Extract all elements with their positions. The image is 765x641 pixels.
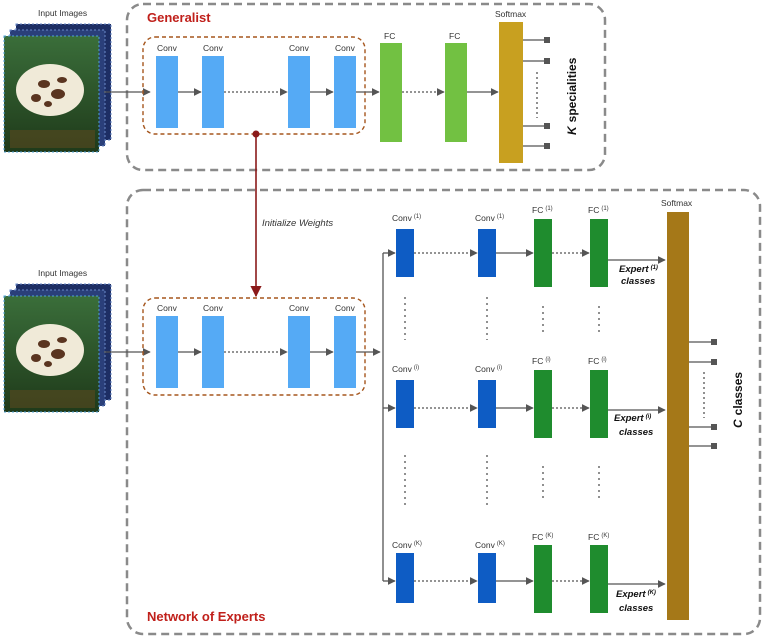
- experti-label: Expert(i): [614, 413, 651, 424]
- expert1-conv-b-label: Conv(1): [475, 213, 504, 223]
- experti-fc-b: [590, 370, 608, 438]
- experts-outputs: [689, 339, 717, 449]
- expertk-conv-b: [478, 553, 496, 603]
- experts-conv-label-2: Conv: [203, 303, 224, 313]
- expert1-fc-b: [590, 219, 608, 287]
- expert1-conv-a: [396, 229, 414, 277]
- generalist-fc-label-1: FC: [384, 31, 395, 41]
- generalist-input-images: [3, 23, 112, 153]
- generalist-conv-1: [156, 56, 178, 128]
- experts-input-label: Input Images: [38, 268, 87, 278]
- generalist-fc-label-2: FC: [449, 31, 460, 41]
- expert1-fc-a-label: FC(1): [532, 205, 553, 215]
- generalist-conv-2: [202, 56, 224, 128]
- experti-conv-b-label: Conv(i): [475, 364, 502, 374]
- experts-conv-4: [334, 316, 356, 388]
- expert1-conv-a-label: Conv(1): [392, 213, 421, 223]
- experts-title: Network of Experts: [147, 609, 265, 624]
- generalist-conv-label-3: Conv: [289, 43, 310, 53]
- experti-fc-a: [534, 370, 552, 438]
- experts-conv-1: [156, 316, 178, 388]
- expertk-fc-b-label: FC(K): [588, 532, 609, 542]
- expert-row-k: [396, 545, 666, 613]
- experti-conv-b: [478, 380, 496, 428]
- experts-input-images: [3, 283, 112, 413]
- expertk-fc-a-label: FC(K): [532, 532, 553, 542]
- generalist-title: Generalist: [147, 10, 211, 25]
- expert1-conv-b: [478, 229, 496, 277]
- init-weights-label: Initialize Weights: [262, 218, 333, 229]
- experts-box: [125, 188, 762, 636]
- expertk-conv-a-label: Conv(K): [392, 540, 422, 550]
- generalist-softmax-label: Softmax: [495, 9, 527, 19]
- generalist-input-label: Input Images: [38, 8, 87, 18]
- expert1-label: Expert(1): [619, 264, 658, 275]
- row-gap-dots-1: [404, 297, 600, 340]
- expert1-fc-b-label: FC(1): [588, 205, 609, 215]
- expert1-fc-a: [534, 219, 552, 287]
- expertk-fc-a: [534, 545, 552, 613]
- row-gap-dots-2: [404, 455, 600, 508]
- expertk-classes: classes: [619, 603, 653, 614]
- experts-softmax: [667, 212, 689, 620]
- expertk-fc-b: [590, 545, 608, 613]
- expertk-label: Expert(K): [616, 589, 656, 600]
- expertk-conv-b-label: Conv(K): [475, 540, 505, 550]
- experts-conv-group: [142, 297, 366, 396]
- generalist-conv-label-2: Conv: [203, 43, 224, 53]
- generalist-conv-label-4: Conv: [335, 43, 356, 53]
- expertk-conv-a: [396, 553, 414, 603]
- experts-output-label: Cclasses: [731, 372, 745, 428]
- experti-classes: classes: [619, 427, 653, 438]
- generalist-output-label: Kspecialities: [565, 57, 579, 135]
- experts-conv-3: [288, 316, 310, 388]
- generalist-box: [125, 2, 607, 172]
- experts-conv-label-4: Conv: [335, 303, 356, 313]
- expert-row-i: [396, 370, 666, 438]
- generalist-fc-2: [445, 43, 467, 142]
- experti-conv-a: [396, 380, 414, 428]
- generalist-conv-3: [288, 56, 310, 128]
- generalist-conv-label-1: Conv: [157, 43, 178, 53]
- experts-conv-label-1: Conv: [157, 303, 178, 313]
- experti-fc-b-label: FC(i): [588, 356, 607, 366]
- experts-conv-label-3: Conv: [289, 303, 310, 313]
- generalist-softmax: [499, 22, 523, 163]
- expert-row-1: [396, 219, 666, 287]
- generalist-conv-4: [334, 56, 356, 128]
- experts-conv-2: [202, 316, 224, 388]
- generalist-outputs: [523, 37, 550, 149]
- generalist-fc-1: [380, 43, 402, 142]
- experti-fc-a-label: FC(i): [532, 356, 551, 366]
- experts-softmax-label: Softmax: [661, 198, 693, 208]
- expert1-classes: classes: [621, 276, 655, 287]
- experti-conv-a-label: Conv(i): [392, 364, 419, 374]
